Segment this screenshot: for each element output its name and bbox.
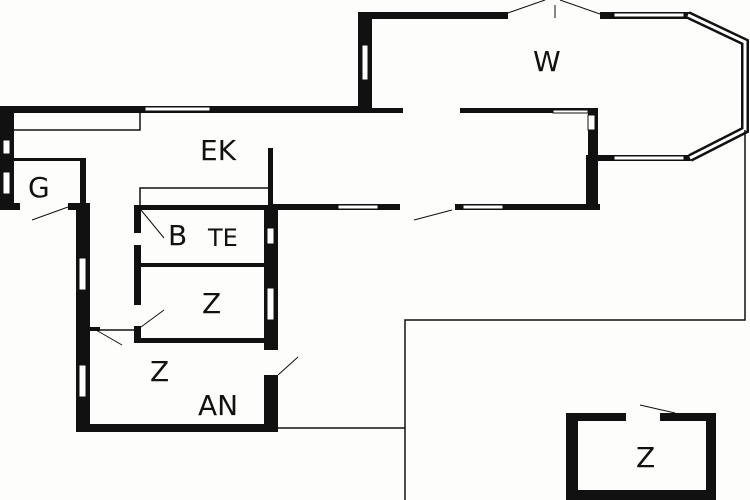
walls xyxy=(0,12,716,500)
room-label-bath: B xyxy=(168,219,188,252)
outline-lines xyxy=(14,112,746,500)
room-label-guest-wc: G xyxy=(28,171,50,204)
room-label-kitchen-dining: EK xyxy=(200,134,237,167)
windows xyxy=(2,12,685,398)
room-label-detached-room: Z xyxy=(636,441,656,474)
room-label-toilet: TE xyxy=(208,224,238,252)
room-label-living: W xyxy=(533,45,561,78)
room-label-hall: AN xyxy=(198,389,239,422)
door-swings xyxy=(31,0,676,414)
room-label-bedroom-1: Z xyxy=(202,287,222,320)
bay-window xyxy=(686,11,749,162)
room-label-bedroom-2: Z xyxy=(150,355,170,388)
